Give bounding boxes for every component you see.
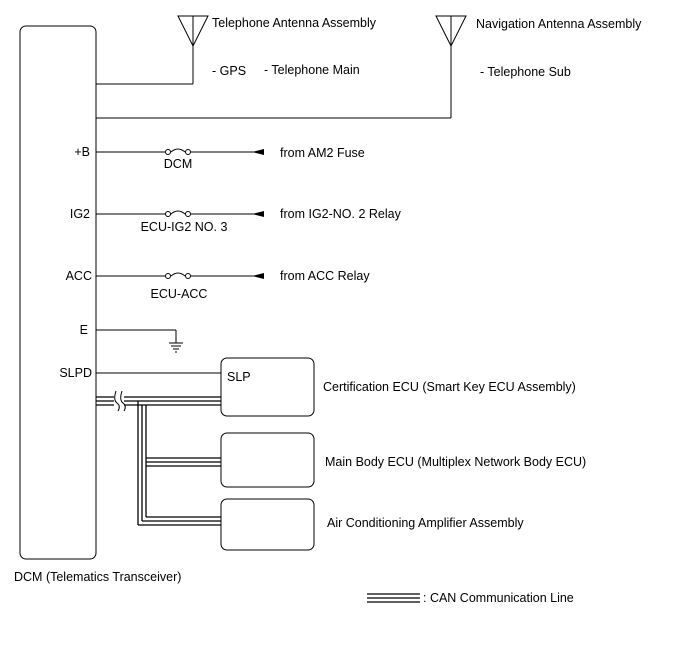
source-b-label: from AM2 Fuse	[280, 146, 365, 160]
arrow-acc-icon	[252, 273, 264, 279]
can-legend-icon	[367, 593, 420, 603]
ac-amplifier-box	[220, 498, 315, 551]
fuse-ecu-acc-icon	[165, 272, 191, 279]
terminal-acc-label: ACC	[66, 269, 92, 283]
fuse-dcm-label: DCM	[164, 157, 192, 171]
fuse-ecu-ig2-label: ECU-IG2 NO. 3	[141, 220, 228, 234]
dcm-box	[19, 25, 97, 560]
terminal-b-label: +B	[74, 145, 90, 159]
navigation-antenna-icon	[435, 15, 467, 48]
certification-ecu-box	[220, 357, 315, 417]
fuse-ecu-ig2-icon	[165, 210, 191, 217]
can-legend-label: : CAN Communication Line	[423, 591, 574, 605]
main-body-ecu-box	[220, 432, 315, 488]
dcm-label: DCM (Telematics Transceiver)	[14, 570, 181, 584]
slp-terminal-label: SLP	[227, 370, 251, 384]
certification-ecu-label: Certification ECU (Smart Key ECU Assembl…	[323, 380, 576, 394]
telephone-antenna-icon	[177, 15, 209, 48]
telephone-main-signal-label: - Telephone Main	[264, 63, 360, 77]
ground-icon	[169, 342, 183, 353]
arrow-ig2-icon	[252, 211, 264, 217]
gps-signal-label: - GPS	[212, 64, 246, 78]
terminal-ig2-label: IG2	[70, 207, 90, 221]
can-bus-lines	[96, 390, 221, 526]
ac-amplifier-label: Air Conditioning Amplifier Assembly	[327, 516, 524, 530]
fuse-ecu-acc-label: ECU-ACC	[151, 287, 208, 301]
terminal-e-label: E	[80, 323, 88, 337]
telephone-antenna-label: Telephone Antenna Assembly	[212, 16, 377, 30]
source-ig2-label: from IG2-NO. 2 Relay	[280, 207, 402, 221]
fuse-dcm-icon	[165, 148, 191, 155]
terminal-slpd-label: SLPD	[59, 366, 92, 380]
main-body-ecu-label: Main Body ECU (Multiplex Network Body EC…	[325, 455, 586, 469]
telephone-sub-signal-label: - Telephone Sub	[480, 65, 571, 79]
source-acc-label: from ACC Relay	[280, 269, 370, 283]
navigation-antenna-label: Navigation Antenna Assembly	[476, 17, 642, 31]
arrow-b-icon	[252, 149, 264, 155]
